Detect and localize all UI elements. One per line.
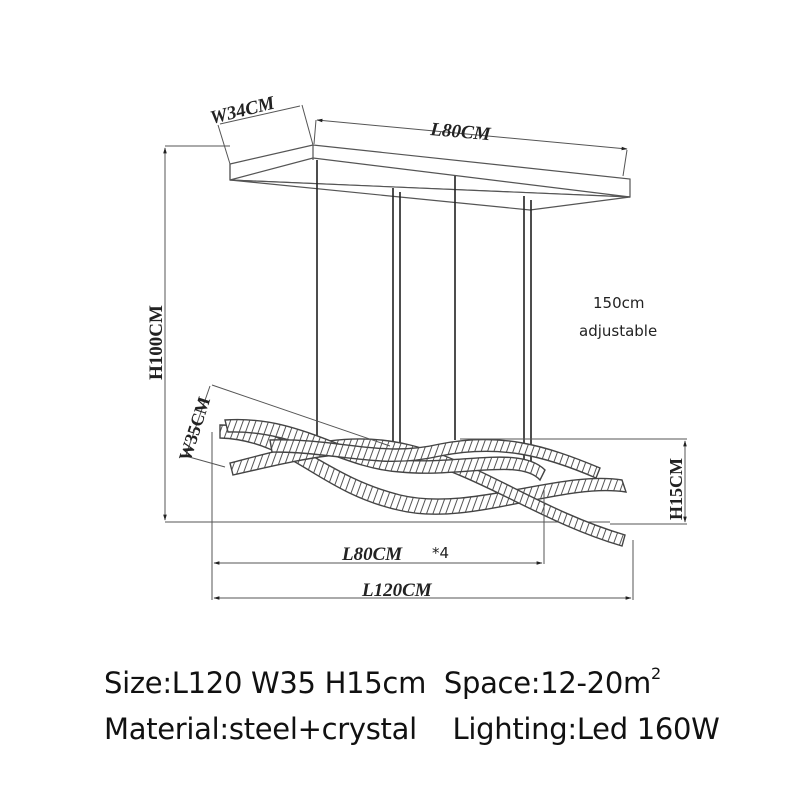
total-length-label: L120CM — [361, 580, 433, 601]
arm-length-dimension — [211, 432, 545, 600]
space-spec-text: Space:12-20m — [443, 666, 651, 700]
lighting-spec: Lighting:Led 160W — [452, 712, 720, 746]
fixture-height-label: H15CM — [666, 458, 686, 520]
suspension-cables — [316, 160, 532, 470]
wave-fixture — [219, 418, 628, 547]
size-spec: Size:L120 W35 H15cm — [104, 666, 427, 700]
spec-row-size-space: Size:L120 W35 H15cm Space:12-20m2 — [104, 664, 661, 700]
overall-height-label: H100CM — [146, 305, 167, 380]
arm-length-label: L80CM — [341, 544, 403, 565]
spec-row-material-lighting: Material:steel+crystal Lighting:Led 160W — [104, 712, 720, 746]
canopy-width-label: W34CM — [208, 92, 278, 128]
cable-length-note: 150cm — [593, 294, 645, 312]
canopy-length-label: L80CM — [429, 119, 493, 145]
fixture-height-dimension — [460, 438, 687, 525]
fixture-width-label: W35CM — [175, 394, 214, 463]
material-spec: Material:steel+crystal — [104, 712, 417, 746]
canopy-width-dimension — [217, 104, 314, 165]
fixture-width-dimension — [181, 384, 391, 468]
overall-height-dimension — [163, 145, 610, 523]
canopy-length-dimension — [313, 118, 628, 177]
total-length-dimension — [213, 540, 634, 600]
space-unit-superscript: 2 — [650, 664, 661, 683]
canopy — [229, 144, 631, 211]
space-spec: Space:12-20m2 — [444, 664, 661, 700]
cable-adjustable-note: adjustable — [579, 322, 657, 340]
arm-count-label: *4 — [432, 544, 449, 562]
